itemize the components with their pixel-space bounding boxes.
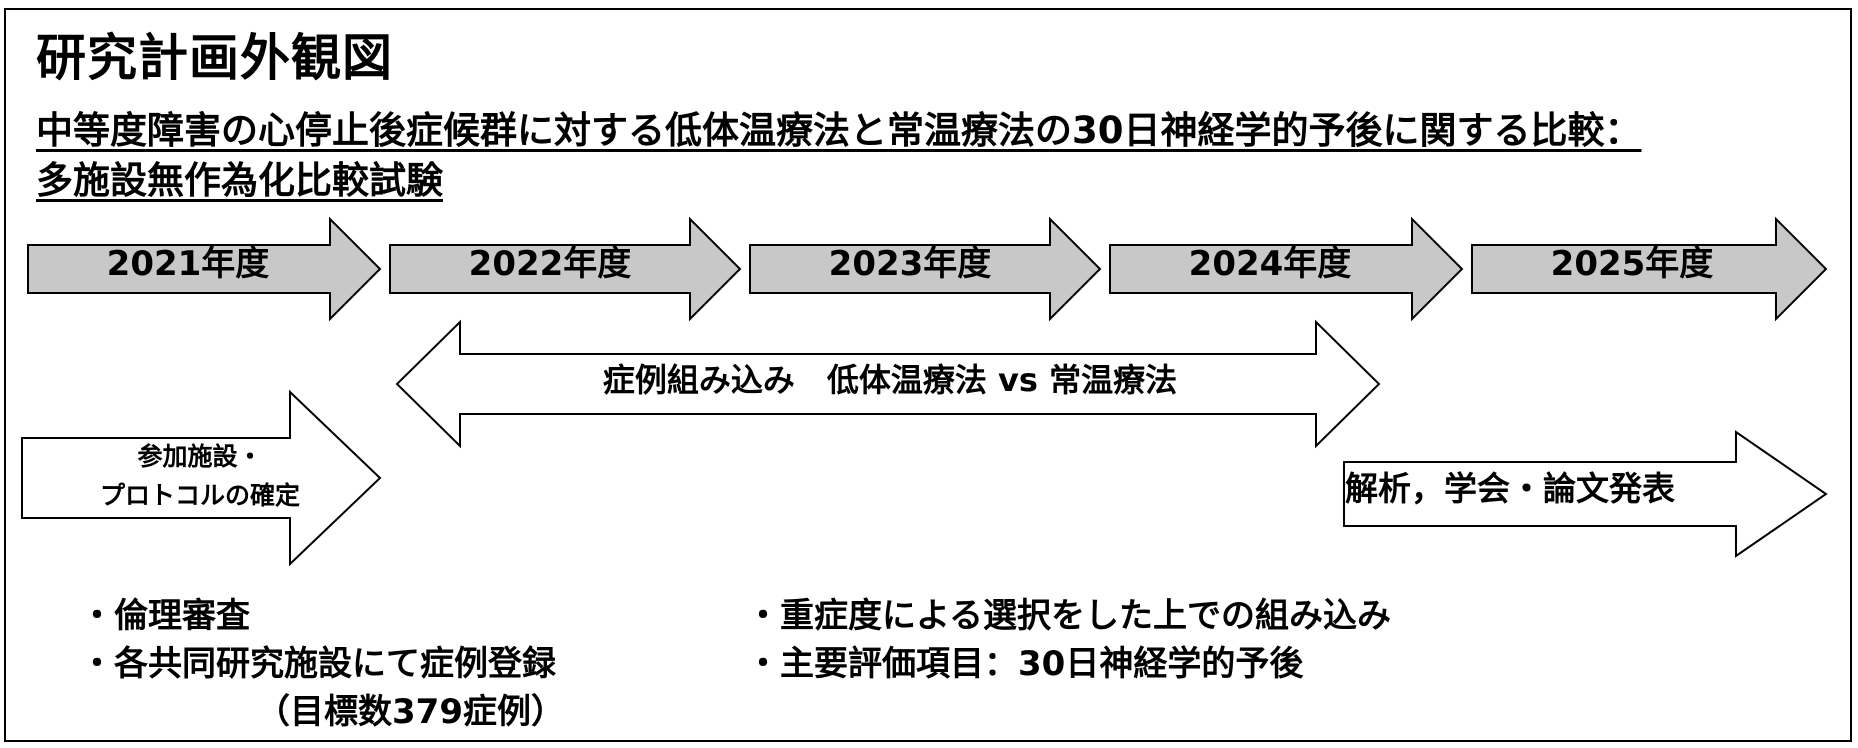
setup-arrow (21, 389, 382, 567)
note-target-count: （目標数379症例） (256, 692, 565, 732)
note-ethics-review: ・倫理審査 (80, 596, 250, 636)
setup-label-line-1: 参加施設・ (137, 442, 263, 471)
page-title: 研究計画外観図 (36, 29, 393, 87)
subtitle-line-1: 中等度障害の心停止後症候群に対する低体温療法と常温療法の30日神経学的予後に関す… (36, 109, 1642, 152)
note-primary-endpoint: ・主要評価項目：30日神経学的予後 (746, 644, 1304, 684)
year-label-2021: 2021年度 (106, 244, 270, 284)
year-arrow-2022 (389, 216, 742, 322)
year-label-2025: 2025年度 (1550, 244, 1714, 284)
subtitle-line-2: 多施設無作為化比較試験 (36, 159, 443, 202)
analysis-label: 解析，学会・論文発表 (1345, 469, 1675, 508)
year-arrow-2024 (1109, 216, 1464, 322)
year-arrow-2023 (749, 216, 1102, 322)
setup-label-line-2: プロトコルの確定 (99, 480, 300, 510)
year-arrow-2025 (1471, 216, 1828, 322)
year-label-2024: 2024年度 (1188, 244, 1352, 284)
note-case-registration: ・各共同研究施設にて症例登録 (80, 644, 556, 684)
analysis-arrow (1343, 430, 1828, 558)
enrollment-double-arrow (395, 319, 1381, 449)
enrollment-label: 症例組み込み 低体温療法 vs 常温療法 (602, 361, 1178, 399)
setup-label: 参加施設・ プロトコルの確定 (40, 438, 360, 516)
diagram-frame (4, 8, 1852, 742)
note-severity-selection: ・重症度による選択をした上での組み込み (746, 596, 1391, 636)
year-arrow-2021 (27, 216, 382, 322)
year-label-2023: 2023年度 (828, 244, 992, 284)
year-label-2022: 2022年度 (468, 244, 632, 284)
